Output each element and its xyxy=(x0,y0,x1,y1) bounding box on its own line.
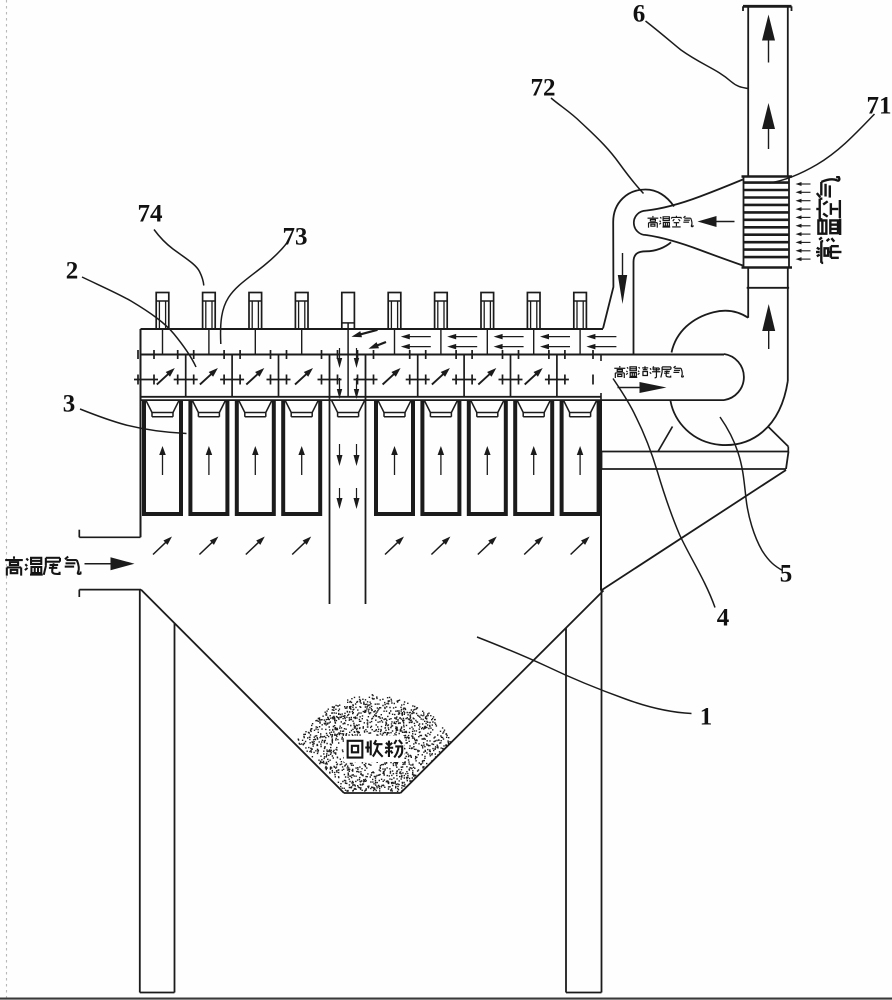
svg-text:4: 4 xyxy=(717,605,730,632)
svg-text:71: 71 xyxy=(867,93,892,120)
svg-text:6: 6 xyxy=(633,1,646,28)
svg-text:5: 5 xyxy=(780,561,793,588)
svg-text:74: 74 xyxy=(138,201,164,228)
svg-text:2: 2 xyxy=(66,258,79,285)
svg-text:3: 3 xyxy=(63,391,76,418)
svg-text:1: 1 xyxy=(700,704,713,731)
svg-text:72: 72 xyxy=(531,75,556,102)
svg-text:73: 73 xyxy=(283,224,308,251)
